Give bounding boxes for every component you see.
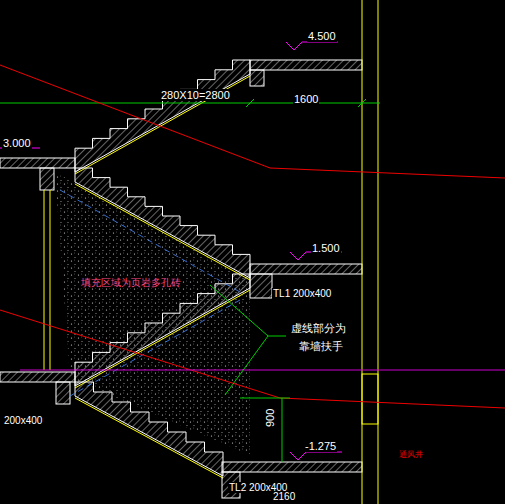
drawing-label: 通风井 <box>398 451 424 460</box>
level-marks <box>0 42 342 460</box>
landing-slabs <box>0 60 362 498</box>
stair-flight <box>75 274 250 386</box>
slab-line <box>75 398 223 478</box>
drawing-label: 280X10=2800 <box>160 89 231 101</box>
drawing-label: 900 <box>264 408 276 428</box>
dimension-line <box>0 103 380 104</box>
drawing-label: 填充区域为页岩多孔砖 <box>80 277 182 288</box>
stair-flight <box>75 382 223 476</box>
drawing-label: 4.500 <box>307 30 337 42</box>
callout-leader <box>210 285 290 462</box>
drawing-label: 3.000 <box>2 137 32 149</box>
drawing-label: -1.275 <box>304 440 337 452</box>
drawing-label: 虚线部分为 <box>290 322 347 334</box>
drawing-label: 1.500 <box>311 242 341 254</box>
drawing-label: 2160 <box>272 491 296 502</box>
section-lines <box>0 65 505 408</box>
stair-flight <box>75 60 250 172</box>
slab-line <box>75 184 250 280</box>
slab-line <box>75 76 250 174</box>
drawing-label: TL1 200x400 <box>272 288 332 299</box>
slab-line <box>75 290 250 388</box>
drawing-label: 靠墙扶手 <box>298 340 344 352</box>
stair-flight <box>75 168 250 278</box>
walls <box>44 0 378 504</box>
handrail-dashed <box>60 190 240 396</box>
drawing-label: 200x400 <box>3 415 43 426</box>
drawing-label: 1600 <box>293 93 319 105</box>
axis-line <box>20 370 505 371</box>
